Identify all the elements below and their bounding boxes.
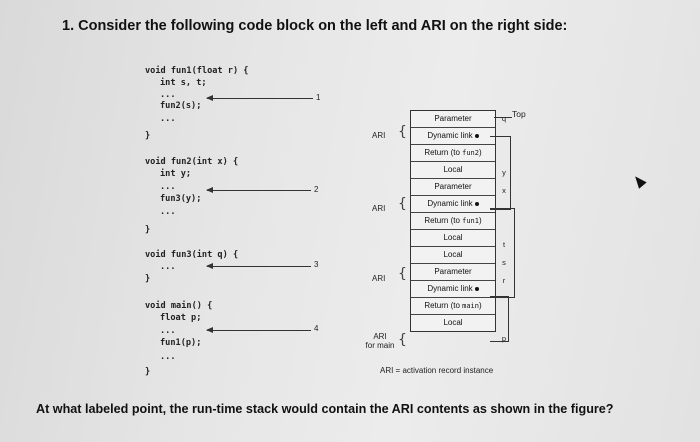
ari-label-fun3: ARI xyxy=(372,131,386,140)
point-2-arrow xyxy=(206,187,311,193)
point-1-label: 1 xyxy=(316,93,321,102)
ari-label-main: ARI for main xyxy=(358,332,402,350)
main-ellipsis: ... xyxy=(160,326,176,336)
stack-cell: Parameter xyxy=(411,111,495,128)
top-label: Top xyxy=(512,109,526,119)
ari-main-line2: for main xyxy=(365,341,395,350)
fun3-signature: void fun3(int q) { xyxy=(145,250,239,260)
dynamic-link-connector xyxy=(490,208,515,298)
cursor-icon xyxy=(631,173,647,189)
stack-cell: Local xyxy=(411,247,495,264)
fun2-ellipsis: ... xyxy=(160,207,176,217)
fun2-signature: void fun2(int x) { xyxy=(145,157,239,167)
top-pointer-line xyxy=(494,117,512,118)
stack-cell: Dynamic link xyxy=(411,196,495,213)
brace-fun1: { xyxy=(398,266,407,282)
fun3-ellipsis: ... xyxy=(160,262,176,272)
stack-cell: Parameter xyxy=(411,264,495,281)
stack-cell: Return (to main) xyxy=(411,298,495,315)
main-declaration: float p; xyxy=(160,313,202,323)
fun3-close-brace: } xyxy=(145,274,151,284)
stack-cell: Dynamic link xyxy=(411,281,495,298)
ari-main-line1: ARI xyxy=(373,332,387,341)
brace-fun2: { xyxy=(398,196,407,212)
var-label-r: r xyxy=(502,276,506,285)
stack-cell: Local xyxy=(411,230,495,247)
dynamic-link-connector xyxy=(490,136,511,210)
pointer-dot-icon xyxy=(474,286,479,291)
var-label-p: p xyxy=(501,334,507,343)
point-4-label: 4 xyxy=(314,324,319,333)
fun1-ellipsis: ... xyxy=(160,114,176,124)
fun1-ellipsis: ... xyxy=(160,90,176,100)
brace-main: { xyxy=(398,332,407,348)
fun2-close-brace: } xyxy=(145,225,151,235)
main-ellipsis: ... xyxy=(160,352,176,362)
main-call: fun1(p); xyxy=(160,338,202,348)
pointer-dot-icon xyxy=(474,133,479,138)
question-text: At what labeled point, the run-time stac… xyxy=(36,402,614,416)
fun1-declaration: int s, t; xyxy=(160,78,207,88)
ari-label-fun2: ARI xyxy=(372,204,386,213)
ari-legend: ARI = activation record instance xyxy=(380,366,494,375)
var-label-s: s xyxy=(502,258,506,267)
fun1-close-brace: } xyxy=(145,131,151,141)
stack-cell: Return (to fun2) xyxy=(411,145,495,162)
main-close-brace: } xyxy=(145,367,151,377)
point-4-arrow xyxy=(206,327,311,333)
point-3-label: 3 xyxy=(314,260,319,269)
stack-cell: Return (to fun1) xyxy=(411,213,495,230)
var-label-t: t xyxy=(502,240,506,249)
fun1-call: fun2(s); xyxy=(160,101,202,111)
stack-cell: Parameter xyxy=(411,179,495,196)
point-2-label: 2 xyxy=(314,185,319,194)
point-1-arrow xyxy=(206,95,313,101)
fun2-call: fun3(y); xyxy=(160,194,202,204)
var-label-q: q xyxy=(501,114,507,123)
fun2-declaration: int y; xyxy=(160,169,192,179)
dynamic-link-connector xyxy=(490,296,509,342)
ari-label-fun1: ARI xyxy=(372,274,386,283)
stack-cell: Local xyxy=(443,318,463,327)
runtime-stack: Parameter Dynamic link Return (to fun2) … xyxy=(410,110,496,332)
question-title: 1. Consider the following code block on … xyxy=(62,18,568,34)
fun2-ellipsis: ... xyxy=(160,182,176,192)
brace-fun3: { xyxy=(398,124,407,140)
point-3-arrow xyxy=(206,263,311,269)
var-label-y: y xyxy=(502,168,506,177)
var-label-x: x xyxy=(502,186,506,195)
stack-cell: Local xyxy=(411,162,495,179)
fun1-signature: void fun1(float r) { xyxy=(145,66,249,76)
pointer-dot-icon xyxy=(474,201,479,206)
main-signature: void main() { xyxy=(145,301,213,311)
stack-cell: Dynamic link xyxy=(411,128,495,145)
